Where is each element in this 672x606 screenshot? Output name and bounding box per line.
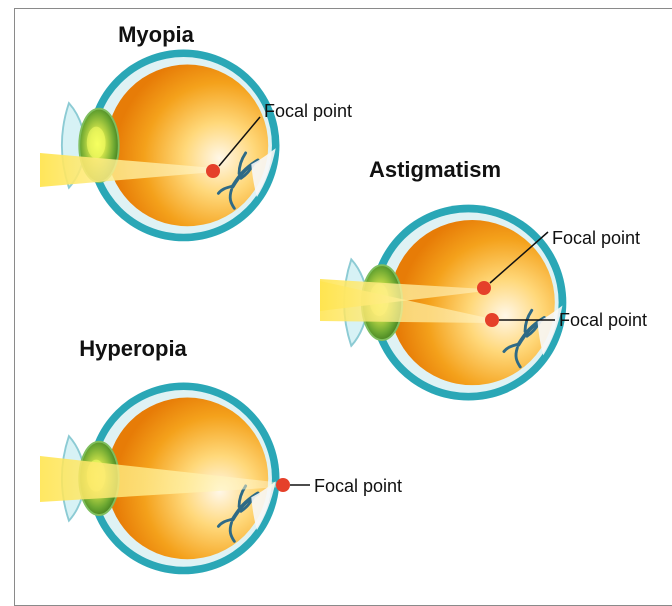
focal-label-astigmatism-2: Focal point: [559, 310, 647, 330]
panel-title-astigmatism: Astigmatism: [369, 157, 501, 182]
focal-dot-astigmatism-2: [485, 313, 499, 327]
eye-myopia: [62, 50, 280, 242]
focal-dot-hyperopia: [276, 478, 290, 492]
focal-dot-myopia: [206, 164, 220, 178]
panel-myopia: Myopia Focal point: [40, 22, 352, 241]
panel-title-hyperopia: Hyperopia: [79, 336, 187, 361]
focal-label-hyperopia: Focal point: [314, 476, 402, 496]
focal-label-myopia: Focal point: [264, 101, 352, 121]
panel-hyperopia: Hyperopia Focal point: [40, 336, 402, 574]
panel-astigmatism: Astigmatism Focal point Focal point: [320, 157, 647, 401]
panel-title-myopia: Myopia: [118, 22, 195, 47]
focal-label-astigmatism-1: Focal point: [552, 228, 640, 248]
focal-dot-astigmatism-1: [477, 281, 491, 295]
